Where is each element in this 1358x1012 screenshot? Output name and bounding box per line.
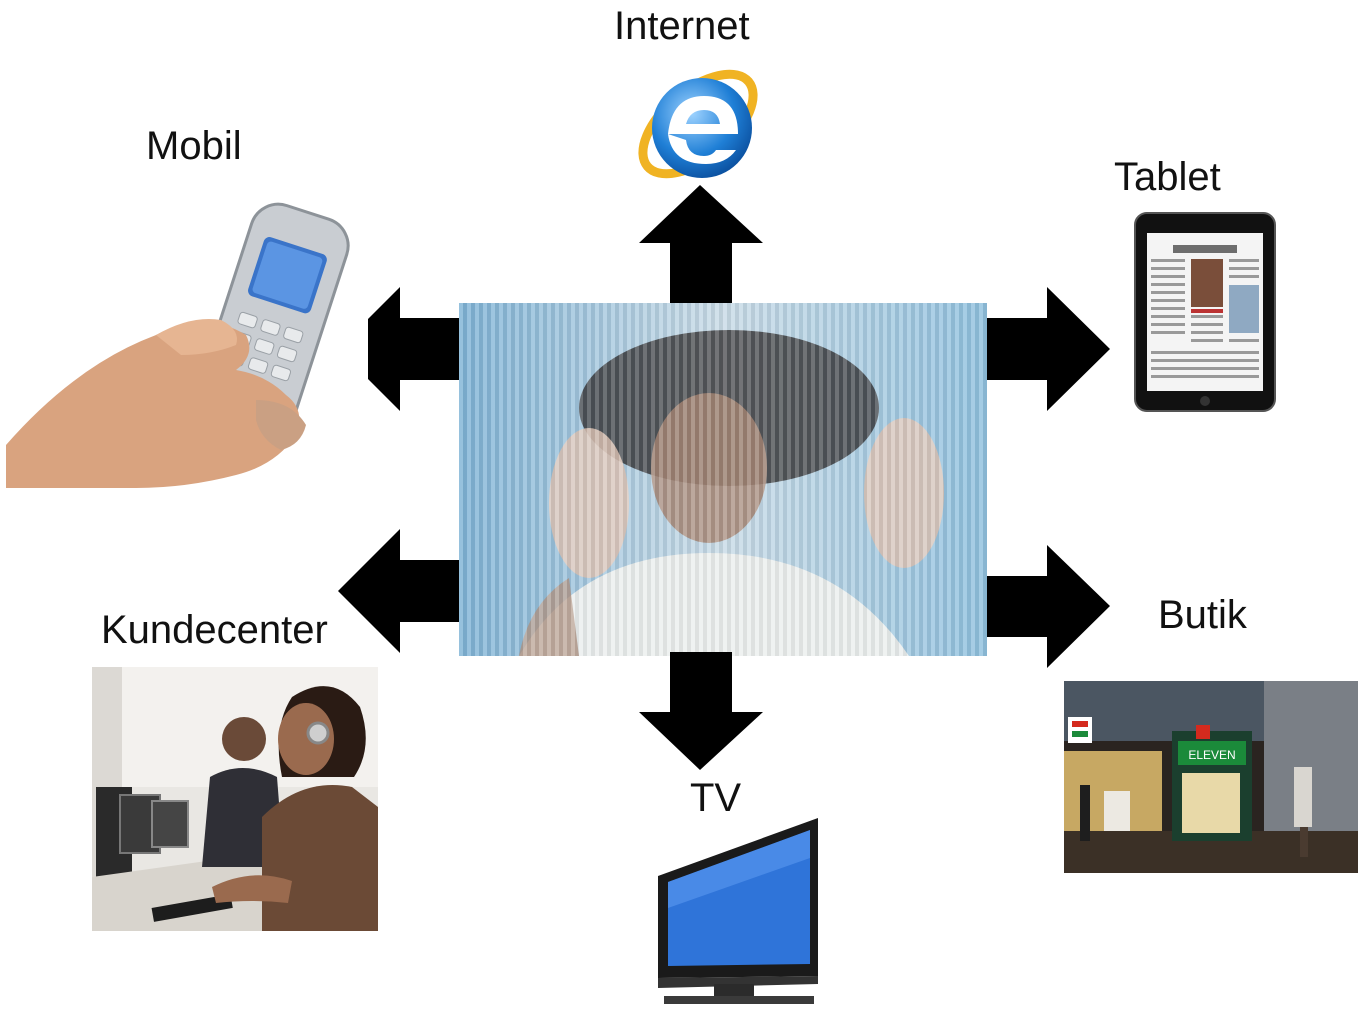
arrow-lower-left (338, 529, 459, 653)
label-internet: Internet (614, 4, 750, 48)
call-center-icon (92, 667, 378, 931)
label-kundecenter: Kundecenter (101, 608, 328, 652)
arrow-lower-right (987, 545, 1110, 668)
mobile-phone-icon (6, 195, 368, 488)
label-tablet: Tablet (1114, 155, 1221, 199)
store-sign-text: ELEVEN (1188, 748, 1235, 762)
internet-explorer-icon (628, 52, 768, 194)
label-tv: TV (690, 776, 742, 820)
label-mobil: Mobil (146, 124, 242, 168)
center-photo (459, 303, 987, 656)
arrow-upper-right (987, 287, 1110, 411)
television-icon (654, 818, 822, 1008)
arrow-up (639, 185, 763, 303)
label-butik: Butik (1158, 593, 1247, 637)
convenience-store-icon: ELEVEN (1064, 681, 1358, 873)
tablet-icon (1133, 211, 1278, 413)
arrow-down (639, 652, 763, 770)
arrow-upper-left (338, 287, 459, 411)
